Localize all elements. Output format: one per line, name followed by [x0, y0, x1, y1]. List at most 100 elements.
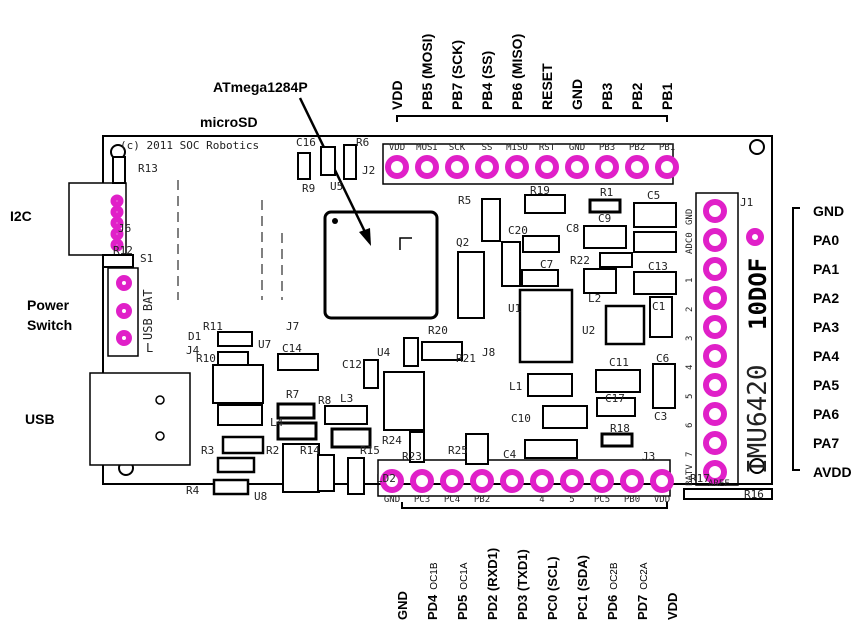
- top-header-label: GND: [569, 79, 585, 110]
- designator-j6: J6: [118, 222, 131, 235]
- bottom-header-pad: [500, 469, 524, 493]
- usb-connector: [89, 372, 191, 466]
- designator-q2: Q2: [456, 236, 469, 249]
- designator-u8: U8: [254, 490, 267, 503]
- bottom-header-label: PD3 (TXD1): [515, 549, 530, 620]
- designator-r6: R6: [356, 136, 369, 149]
- top-header-pad: [505, 155, 529, 179]
- usb-hole-1: [155, 395, 165, 405]
- designator-c14: C14: [282, 342, 302, 355]
- top-header-pad: [655, 155, 679, 179]
- top-header-label: VDD: [389, 80, 405, 110]
- microsd-area: [177, 180, 283, 300]
- right-header-silk-label: GND: [685, 209, 695, 225]
- mcu-callout-arrowhead: [359, 228, 371, 246]
- top-header-pads: [385, 155, 679, 179]
- top-header-silk-label: SCK: [449, 143, 466, 153]
- right-header-silk-label: BATV: [685, 464, 695, 486]
- designator-l3: L3: [340, 392, 353, 405]
- i2c-pin-4: [110, 227, 124, 241]
- c5-footprint: [633, 202, 677, 228]
- right-header-silk-label: 4: [685, 365, 695, 370]
- designator-r22: R22: [570, 254, 590, 267]
- designator-l4: L4: [270, 416, 284, 429]
- designator-r17: R17: [690, 472, 710, 485]
- designator-r13: R13: [138, 162, 158, 175]
- bottom-header-silk-label: GND: [384, 495, 400, 505]
- designator-r23: R23: [402, 450, 422, 463]
- board-name-silk: IMU6420: [743, 364, 773, 474]
- right-header-bracket: [792, 207, 800, 471]
- bottom-header-label: PD4OC1B: [425, 562, 440, 620]
- mounting-hole-tr: [749, 139, 765, 155]
- designator-r7: R7: [286, 388, 299, 401]
- r3-footprint: [216, 456, 256, 474]
- designator-j1: J1: [740, 196, 753, 209]
- bottom-header-label: GND: [395, 591, 410, 620]
- designator-r15: R15: [360, 444, 380, 457]
- bottom-header-label: PD2 (RXD1): [485, 548, 500, 620]
- r7-footprint: [276, 402, 316, 420]
- designator-r16: R16: [744, 488, 764, 501]
- right-header-pad: [703, 373, 727, 397]
- designator-c20: C20: [508, 224, 528, 237]
- designator-c1: C1: [652, 300, 665, 313]
- designator-r3: R3: [201, 444, 214, 457]
- r10-footprint: [212, 364, 264, 404]
- right-header-pad: [703, 257, 727, 281]
- designator-r25: R25: [448, 444, 468, 457]
- right-header-label: GND: [813, 203, 844, 219]
- power-switch-callout-label-2: Switch: [27, 317, 72, 333]
- c7-footprint: [521, 269, 559, 287]
- mounting-hole-br: [749, 458, 765, 474]
- designator-c9: C9: [598, 212, 611, 225]
- designator-r21: R21: [456, 352, 476, 365]
- bottom-header-label: PD7OC2A: [635, 562, 650, 620]
- c20-footprint: [522, 235, 560, 253]
- r10b-footprint: [217, 404, 263, 426]
- bottom-header-silk-label: VDD: [654, 495, 670, 505]
- designator-r14: R14: [300, 444, 320, 457]
- top-header-pad: [415, 155, 439, 179]
- r1-footprint: [588, 198, 622, 214]
- designator-r10: R10: [196, 352, 216, 365]
- right-header-pad: [703, 286, 727, 310]
- right-header-silk-label: 6: [685, 423, 695, 428]
- usb-bat-silk: USB BAT: [141, 289, 155, 340]
- r18-footprint: [600, 432, 634, 448]
- designator-c17: C17: [605, 392, 625, 405]
- bottom-header-silk-label: 4: [539, 495, 544, 505]
- top-header-label: PB5 (MOSI): [419, 34, 435, 110]
- i2c-pin-3: [110, 216, 124, 230]
- r9-footprint: [297, 152, 311, 180]
- copyright-silk: (c) 2011 SOC Robotics: [120, 139, 259, 152]
- c4-footprint: [524, 439, 578, 459]
- designator-r2: R2: [266, 444, 279, 457]
- designator-d1: D1: [188, 330, 201, 343]
- right-header-pad: [703, 344, 727, 368]
- u2-footprint: [604, 304, 646, 346]
- bottom-header-label: PD6OC2B: [605, 562, 620, 620]
- right-header-pad: [703, 315, 727, 339]
- usb-callout-label: USB: [25, 411, 55, 427]
- right-header-silk-label: 3: [685, 336, 695, 341]
- top-header-pad: [535, 155, 559, 179]
- top-header-pad: [475, 155, 499, 179]
- bottom-header-bracket: [401, 502, 668, 509]
- designator-c11: C11: [609, 356, 629, 369]
- top-header-silk-label: RST: [539, 143, 556, 153]
- designator-r18: R18: [610, 422, 630, 435]
- right-header-silk-label: 7: [685, 452, 695, 457]
- designator-c4: C4: [503, 448, 517, 461]
- right-header-label: PA7: [813, 435, 839, 451]
- bottom-header-silk-label: PC4: [444, 495, 460, 505]
- right-header-pads: [703, 199, 727, 484]
- designator-l1: L1: [509, 380, 522, 393]
- c1-footprint: [649, 296, 673, 338]
- bottom-header-pad: [560, 469, 584, 493]
- right-header-silk-label: 5: [685, 394, 695, 399]
- j8-footprint: [403, 337, 419, 367]
- top-header-silk-label: SS: [482, 143, 493, 153]
- atmega-chip: [323, 210, 439, 320]
